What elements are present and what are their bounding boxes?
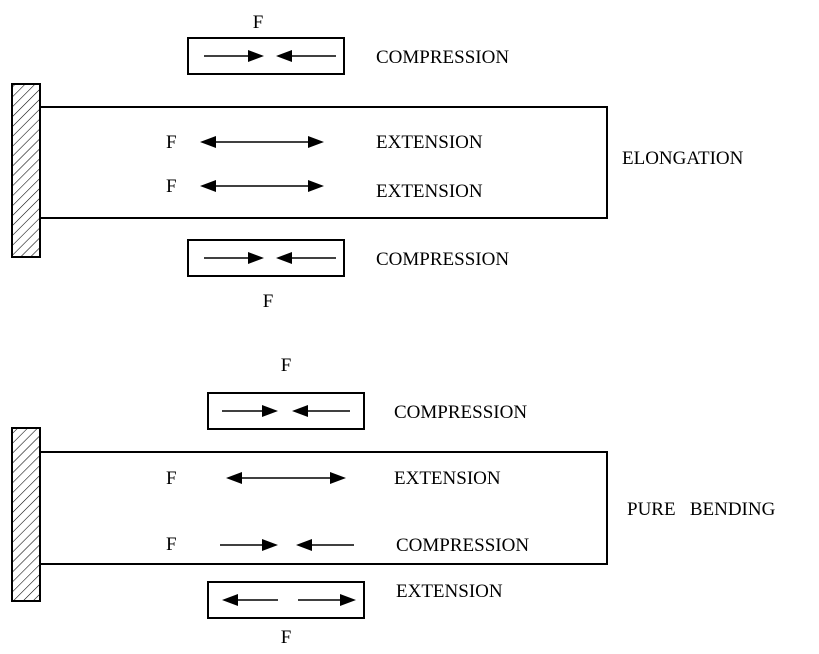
top-force-label: F <box>253 12 264 33</box>
extension-arrows <box>200 136 324 148</box>
pure-bending-diagram: F COMPRESSION F EXTENSION F COMPRESSION … <box>11 355 776 648</box>
lower-force-label: F <box>166 176 177 197</box>
lower-line-label: EXTENSION <box>376 181 483 202</box>
bottom-force-label: F <box>281 627 292 648</box>
wall-support <box>11 83 41 258</box>
top-box-label: COMPRESSION <box>376 47 509 68</box>
bottom-force-label: F <box>263 291 274 312</box>
upper-force-label: F <box>166 468 177 489</box>
lower-force-label: F <box>166 534 177 555</box>
mode-label: ELONGATION <box>622 148 744 169</box>
upper-line-label: EXTENSION <box>394 468 501 489</box>
mode-label: PURE BENDING <box>627 499 776 520</box>
bottom-box-label: EXTENSION <box>396 581 503 602</box>
bottom-box-label: COMPRESSION <box>376 249 509 270</box>
compression-arrows <box>204 50 336 62</box>
compression-arrows <box>220 539 354 551</box>
extension-arrows <box>222 594 356 606</box>
beam <box>39 451 608 565</box>
top-box-label: COMPRESSION <box>394 402 527 423</box>
lower-line-label: COMPRESSION <box>396 535 529 556</box>
elongation-diagram: F COMPRESSION F EXTENSION F EXTENSION EL… <box>11 12 744 312</box>
extension-arrows <box>226 472 346 484</box>
top-force-label: F <box>281 355 292 376</box>
upper-line-label: EXTENSION <box>376 132 483 153</box>
compression-arrows <box>204 252 336 264</box>
beam <box>39 106 608 219</box>
extension-arrows <box>200 180 324 192</box>
upper-force-label: F <box>166 132 177 153</box>
compression-arrows <box>222 405 350 417</box>
wall-support <box>11 427 41 602</box>
